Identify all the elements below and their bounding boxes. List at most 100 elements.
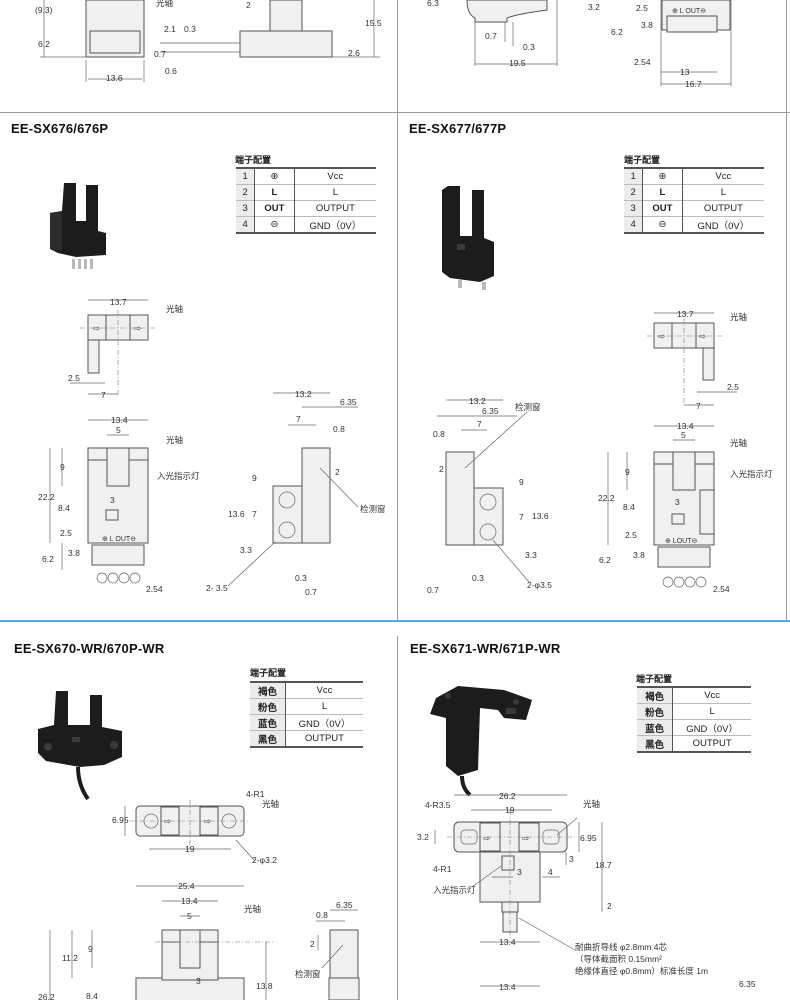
pin-symbol: L [254, 184, 295, 201]
pin-marks: ⊕ LOUT⊖ [665, 538, 697, 545]
dim-label: 9 [60, 462, 65, 472]
dim-label: 8.4 [58, 503, 70, 513]
optical-axis-label: 光轴 [166, 435, 183, 445]
dim-label: 0.8 [433, 429, 445, 439]
dim-label: 6.3 [427, 0, 439, 8]
dim-label: 18.7 [595, 860, 612, 870]
dim-label: 0.6 [165, 66, 177, 76]
detect-window-label: 检测窗 [360, 504, 386, 514]
model-title: EE-SX676/676P [11, 121, 109, 136]
dim-label: 3 [517, 867, 522, 877]
dim-label: 8.4 [623, 502, 635, 512]
dim-label: 7 [696, 401, 701, 411]
dim-label: 7 [101, 390, 106, 400]
wire-color: 粉色 [250, 698, 286, 715]
dim-label: 22.2 [38, 492, 55, 502]
dim-label: 9 [625, 467, 630, 477]
wire-color: 蓝色 [250, 714, 286, 731]
wire-name: Vcc [316, 685, 333, 696]
dim-label: 0.3 [295, 573, 307, 583]
wire-name: L [672, 703, 751, 720]
pin-name: OUTPUT [682, 200, 764, 217]
radius-outer-label: 4-R3.5 [425, 800, 451, 810]
arrow-icon: ⇨ [483, 833, 491, 843]
dim-label: 13 [680, 67, 690, 77]
indicator-label: 入光指示灯 [433, 885, 476, 895]
dim-label: 6.2 [38, 39, 50, 49]
pin-name: Vcc [715, 171, 732, 182]
wire-name: OUTPUT [285, 730, 363, 747]
dim-label: 9 [88, 944, 93, 954]
dim-label: 0.8 [333, 424, 345, 434]
dim-label: 13.6 [106, 73, 123, 83]
dim-label: 13.6 [532, 511, 549, 521]
dim-label: 0.3 [523, 42, 535, 52]
dim-label: 19 [505, 805, 515, 815]
section-separator [0, 620, 790, 622]
wire-color: 黑色 [250, 730, 286, 747]
side-upper [269, 0, 303, 32]
dim-label: 8.4 [86, 991, 98, 1000]
dim-label: 7 [477, 419, 482, 429]
wire-name: OUTPUT [672, 735, 751, 752]
dim-label: 13.7 [677, 309, 694, 319]
pin-name: L [294, 184, 376, 201]
optical-axis-label: 光轴 [156, 0, 173, 8]
dim-label: 2.6 [348, 48, 360, 58]
cable-note-line: （导体截面积 0.15mm² [575, 954, 662, 964]
pin-no: 2 [624, 184, 644, 201]
dim-label: 2 [439, 464, 444, 474]
dim-label: 13.4 [677, 421, 694, 431]
pin-name: GND（0V） [294, 216, 376, 233]
arrow-icon: ⇨ [658, 331, 666, 341]
dim-label: 4 [548, 867, 553, 877]
dim-label: 13.4 [181, 896, 198, 906]
dim-label: 2.5 [727, 382, 739, 392]
pin-name: OUTPUT [294, 200, 376, 217]
optical-axis-label: 光轴 [730, 312, 747, 322]
holes-label: 2-φ3.2 [252, 855, 277, 865]
dim-label: 26.2 [38, 992, 55, 1000]
dim-label: 7 [519, 512, 524, 522]
pin-marks: ⊕ L OUT⊖ [102, 536, 136, 543]
dim-label: 11.2 [62, 953, 78, 963]
front-base [89, 30, 141, 54]
detect-window-label: 检测窗 [515, 402, 541, 412]
dim-label: 2.5 [60, 528, 72, 538]
wire-color: 褐色 [250, 682, 286, 699]
dim-label: 0.8 [316, 910, 328, 920]
sensor-photo [38, 691, 122, 801]
arrow-icon: ⇨ [134, 323, 142, 333]
dim-label: (9.3) [35, 5, 53, 15]
indicator-label: 入光指示灯 [730, 469, 773, 479]
dim-label: 26.2 [499, 791, 516, 801]
dim-label: 15.5 [365, 18, 382, 28]
dim-label: 3.8 [641, 20, 653, 30]
dim-label: 2 [335, 467, 340, 477]
dim-label: 13.2 [295, 389, 312, 399]
detect-window-label: 检测窗 [295, 969, 321, 979]
wire-name: L [285, 698, 363, 715]
dim-label: 22.2 [598, 493, 615, 503]
indicator-label: 入光指示灯 [157, 471, 200, 481]
pin-symbol: OUT [642, 200, 683, 217]
dim-label: 2 [310, 939, 315, 949]
dim-label: 3.2 [588, 2, 600, 12]
pin-no: 4 [236, 216, 256, 233]
wire-color: 黑色 [637, 735, 674, 752]
dim-label: 0.7 [154, 49, 166, 59]
dim-label: 6.35 [336, 900, 353, 910]
pin-table-caption: 端子配置 [235, 155, 272, 165]
pin-table-caption: 端子配置 [636, 674, 673, 684]
sensor-photo [430, 686, 532, 797]
dim-label: 3 [110, 495, 115, 505]
dimension-drawing-676: ⇨ ⇨ 13.7 2.5 7 光轴 13.4 5 9 22.2 3 8.4 2.… [38, 297, 386, 597]
wire-name: Vcc [704, 690, 721, 701]
dim-label: 2.5 [636, 3, 648, 13]
